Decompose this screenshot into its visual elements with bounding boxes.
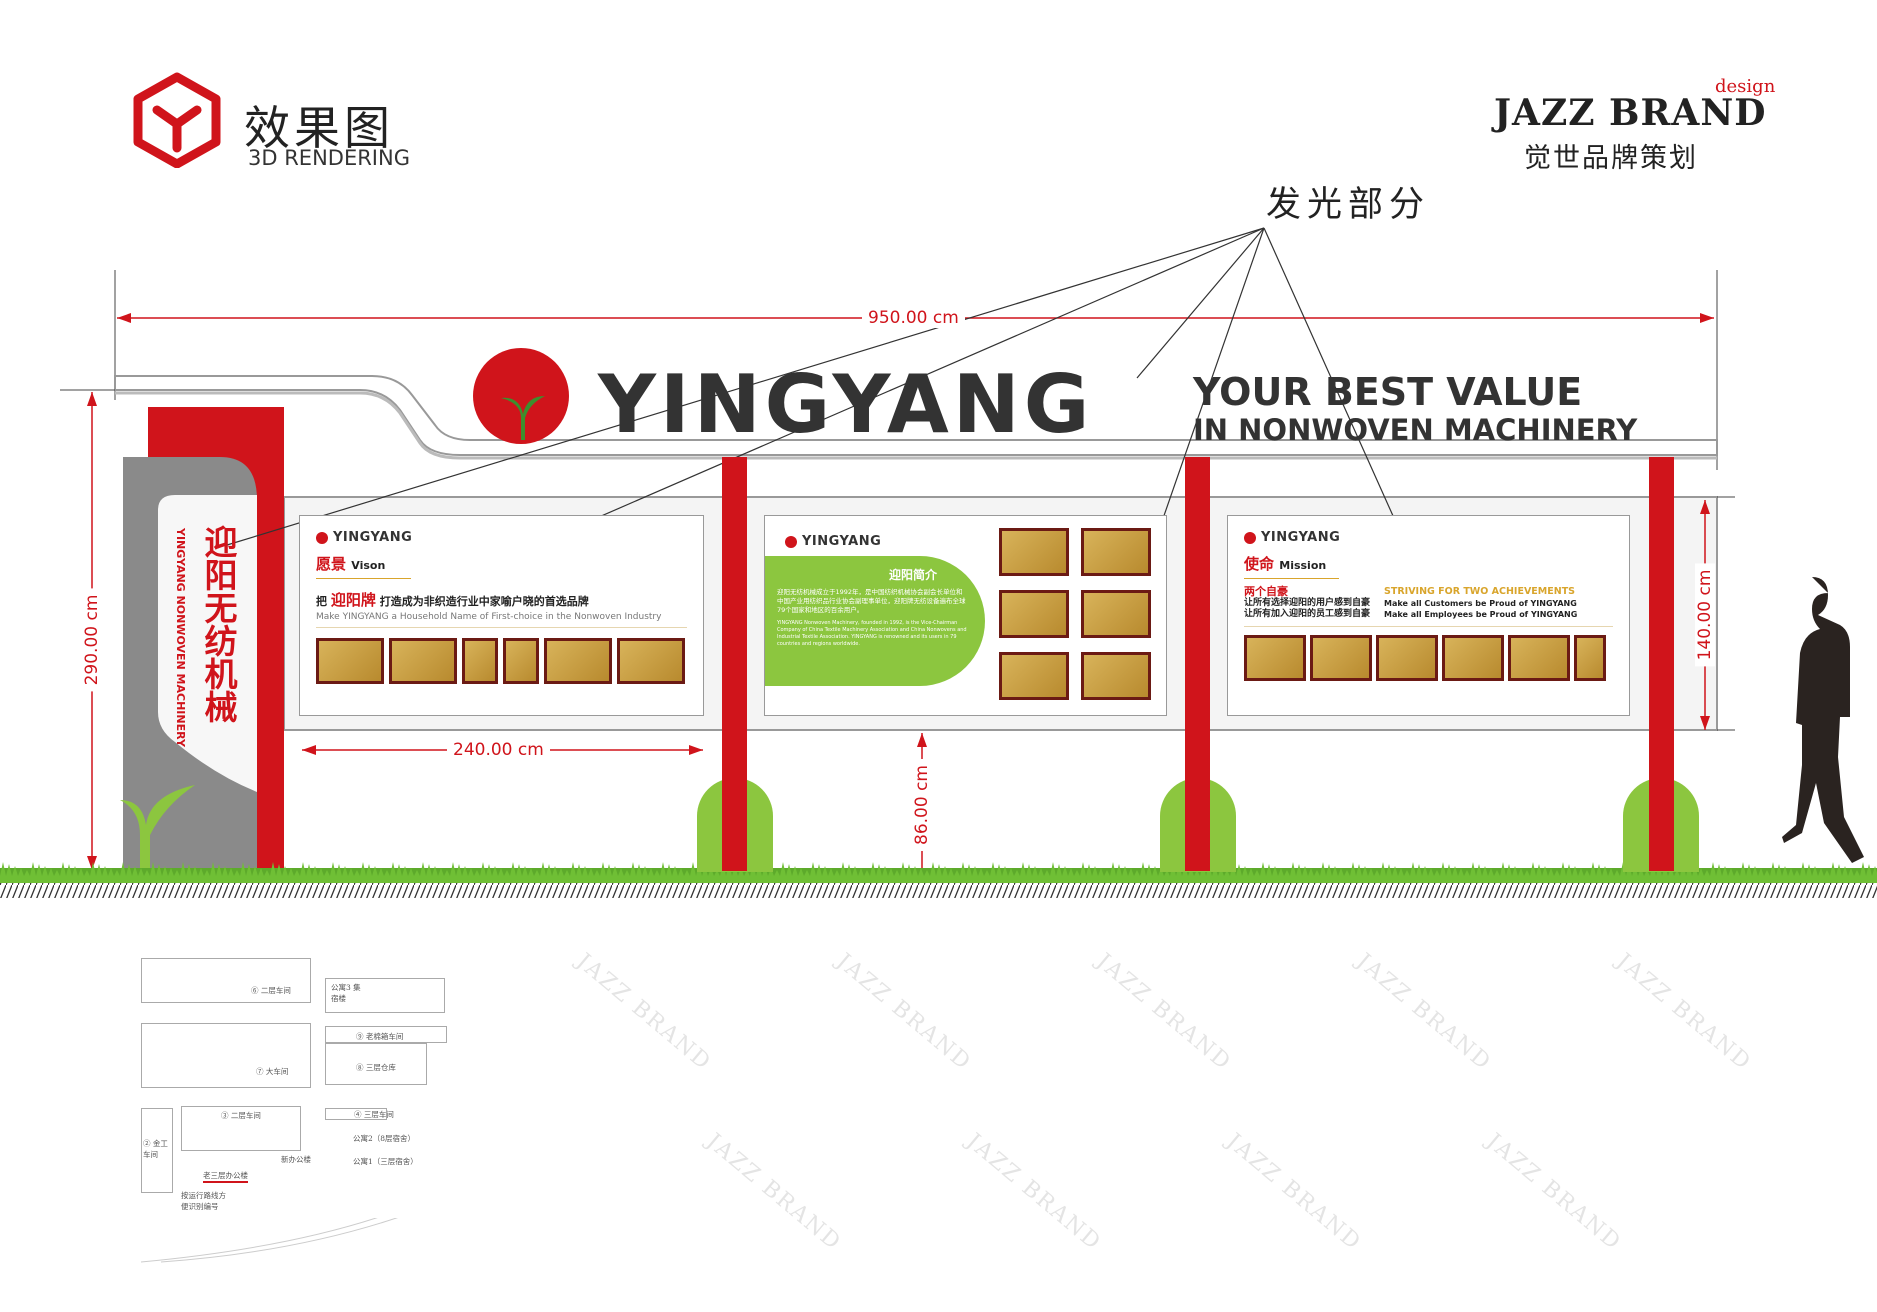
site-plan-label: ② 金工车间 [143, 1139, 168, 1159]
yingyang-logo-icon [1244, 531, 1256, 544]
cube-logo-icon [133, 72, 221, 168]
site-plan-label: ⑧ 三层仓库 [356, 1063, 396, 1072]
mission-line-cn: 让所有选择迎阳的用户感到自豪 [1244, 598, 1371, 608]
intro-panel: YINGYANG 迎阳简介 迎阳无纺机械成立于1992年，是中国纺织机械协会副会… [764, 515, 1167, 716]
red-post [1185, 457, 1210, 871]
callout-leader-lines [226, 227, 1399, 561]
vision-brand: 迎阳牌 [330, 591, 376, 609]
vision-text: 把 [316, 595, 327, 608]
pylon-name-en: YINGYANG NONWOVEN MACHINERY [174, 528, 187, 747]
rendering-title-en: 3D RENDERING [248, 146, 410, 170]
mission-title-en: Mission [1279, 559, 1327, 572]
mission-line-en: Make all Customers be Proud of YINGYANG [1384, 599, 1577, 608]
dimension-clearance: 86.00 cm [912, 759, 932, 851]
panel-logo-text: YINGYANG [333, 530, 413, 545]
intro-text-cn: 迎阳无纺机械成立于1992年，是中国纺织机械协会副会长单位和中国产业用纺织品行业… [777, 588, 966, 614]
certificate-grid [999, 528, 1151, 700]
sign-tagline-2: IN NONWOVEN MACHINERY [1193, 413, 1638, 447]
sign-brand-name: YINGYANG [598, 358, 1094, 451]
site-plan-label: ④ 三层车间 [354, 1110, 394, 1119]
vision-title-cn: 愿景 [316, 555, 347, 573]
jazz-brand-design: design [1715, 76, 1776, 97]
jazz-brand-logo: JAZZ BRAND [1494, 92, 1767, 134]
site-plan-label: 老三层办公楼 [203, 1170, 248, 1183]
vision-text: 打造成为非织造行业中家喻户晓的首选品牌 [379, 595, 589, 608]
vision-panel: YINGYANG 愿景 Vison 把 迎阳牌 打造成为非织造行业中家喻户晓的首… [299, 515, 704, 716]
jazz-brand-cn: 觉世品牌策划 [1524, 143, 1698, 174]
dimension-panel-height: 140.00 cm [1695, 563, 1715, 667]
yingyang-sun-logo-icon [473, 348, 569, 444]
panel-logo-text: YINGYANG [802, 534, 882, 549]
red-post [722, 457, 747, 871]
intro-text-en: YINGYANG Nonwoven Machinery, founded in … [777, 620, 967, 647]
dimension-total-height: 290.00 cm [82, 588, 102, 692]
mission-sub-en: STRIVING FOR TWO ACHIEVEMENTS [1384, 586, 1576, 597]
glowing-part-callout: 发光部分 [1266, 185, 1431, 225]
person-silhouette-icon [1782, 577, 1864, 863]
mission-title-cn: 使命 [1244, 555, 1275, 573]
site-plan-label: ③ 二层车间 [221, 1111, 261, 1120]
mission-sub-cn: 两个自豪 [1244, 585, 1288, 598]
sign-tagline-1: YOUR BEST VALUE [1193, 370, 1583, 414]
site-plan-label: 公寓1（三层宿舍） [353, 1157, 418, 1166]
site-plan-label: ⑥ 二层车间 [251, 986, 291, 995]
certificate-row [316, 638, 687, 684]
panel-logo-text: YINGYANG [1261, 530, 1341, 545]
site-plan-label: ⑦ 大车间 [256, 1067, 289, 1076]
mission-line-cn: 让所有加入迎阳的员工感到自豪 [1244, 609, 1371, 619]
site-plan-label: 公寓2（8层宿舍） [353, 1134, 416, 1143]
vision-text-en: Make YINGYANG a Household Name of First-… [316, 612, 687, 628]
yingyang-logo-icon [785, 535, 797, 548]
rendering-title-cn: 效果图 [244, 101, 394, 155]
pylon-name-cn: 迎阳无纺机械 [199, 525, 238, 723]
red-post [1649, 457, 1674, 871]
site-plan-label: 公寓3 集宿楼 [331, 983, 361, 1003]
dimension-panel-width: 240.00 cm [447, 740, 550, 760]
site-plan-label: ⑨ 老棉箱车间 [356, 1032, 404, 1041]
vision-title-en: Vison [351, 559, 386, 572]
dimension-total-width: 950.00 cm [862, 308, 965, 328]
certificate-row [1244, 635, 1613, 681]
site-plan-label: 新办公楼 [281, 1155, 311, 1164]
site-plan-label: 按运行路线方便识别编号 [181, 1191, 226, 1211]
yingyang-logo-icon [316, 531, 328, 544]
mission-panel: YINGYANG 使命 Mission 两个自豪 让所有选择迎阳的用户感到自豪 … [1227, 515, 1630, 716]
mission-line-en: Make all Employees be Proud of YINGYANG [1384, 610, 1578, 619]
intro-title: 迎阳简介 [888, 568, 937, 582]
site-plan: ⑥ 二层车间 公寓3 集宿楼 ⑦ 大车间 ⑨ 老棉箱车间 ⑧ 三层仓库 ③ 二层… [141, 958, 451, 1263]
